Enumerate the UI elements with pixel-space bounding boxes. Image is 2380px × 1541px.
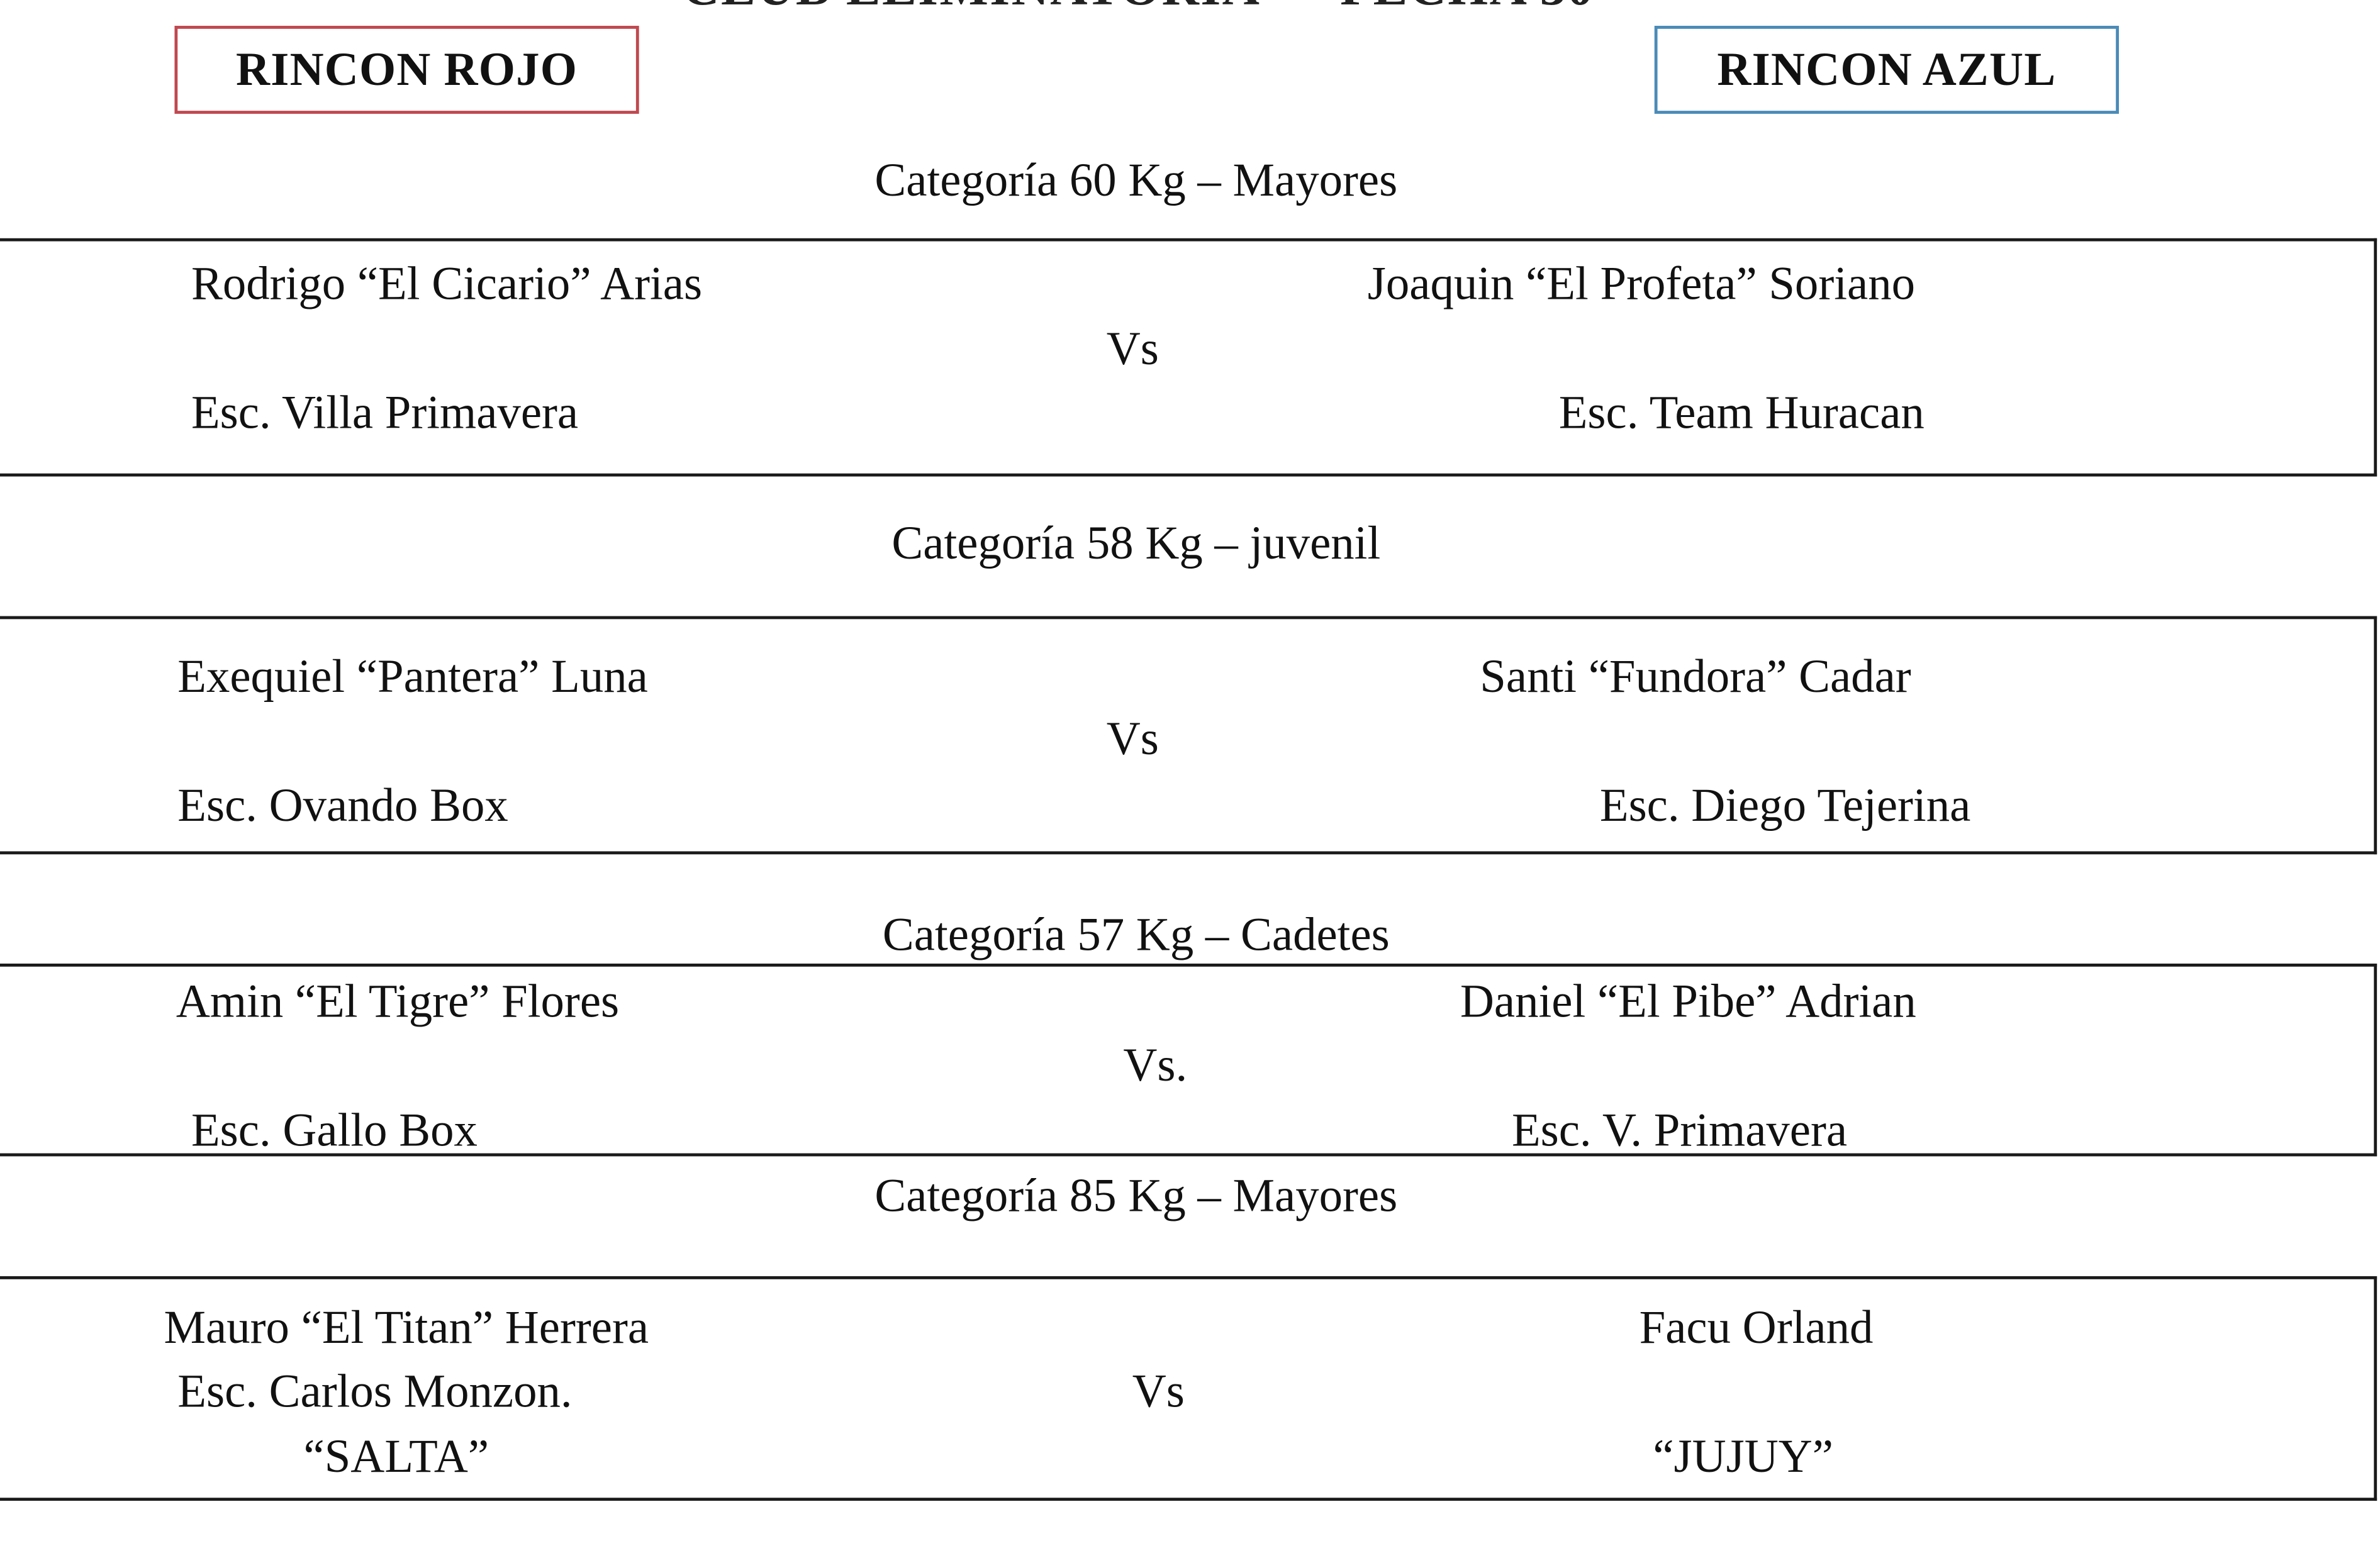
versus-label: Vs — [1106, 711, 1159, 765]
bout-box — [0, 1276, 2377, 1501]
red-fighter-name: Rodrigo “El Cicario” Arias — [191, 256, 703, 310]
blue-fighter-name: Daniel “El Pibe” Adrian — [1460, 974, 1916, 1028]
bout-box — [0, 616, 2377, 855]
red-fighter-school: Esc. Carlos Monzon. — [177, 1364, 573, 1418]
blue-corner-header: RINCON AZUL — [1654, 26, 2119, 114]
red-fighter-name: Mauro “El Titan” Herrera — [164, 1300, 649, 1354]
category-heading: Categoría 58 Kg – juvenil — [891, 516, 1381, 569]
blue-fighter-school: Esc. Diego Tejerina — [1599, 778, 1971, 832]
blue-fighter-province: “JUJUY” — [1653, 1429, 1833, 1483]
red-corner-label: RINCON ROJO — [236, 42, 578, 96]
category-heading: Categoría 60 Kg – Mayores — [874, 153, 1398, 207]
category-heading: Categoría 57 Kg – Cadetes — [882, 907, 1390, 961]
red-corner-header: RINCON ROJO — [174, 26, 639, 114]
bout-box — [0, 964, 2377, 1157]
blue-corner-label: RINCON AZUL — [1717, 42, 2057, 96]
red-fighter-school: Esc. Villa Primavera — [191, 385, 579, 439]
event-title: CLUB ELIMINATORIA — FECHA 30 — [0, 0, 2277, 18]
red-fighter-school: Esc. Gallo Box — [191, 1103, 478, 1157]
category-heading: Categoría 85 Kg – Mayores — [874, 1168, 1398, 1222]
red-fighter-name: Exequiel “Pantera” Luna — [177, 649, 648, 703]
versus-label: Vs — [1106, 321, 1159, 375]
red-fighter-school: Esc. Ovando Box — [177, 778, 508, 832]
versus-label: Vs. — [1123, 1038, 1188, 1091]
blue-fighter-name: Joaquin “El Profeta” Soriano — [1367, 256, 1916, 310]
blue-fighter-name: Facu Orland — [1639, 1300, 1874, 1354]
red-fighter-province: “SALTA” — [303, 1429, 489, 1483]
blue-fighter-school: Esc. Team Huracan — [1558, 385, 1925, 439]
blue-fighter-school: Esc. V. Primavera — [1511, 1103, 1848, 1157]
blue-fighter-name: Santi “Fundora” Cadar — [1480, 649, 1911, 703]
versus-label: Vs — [1132, 1364, 1185, 1418]
bout-box — [0, 238, 2377, 477]
red-fighter-name: Amin “El Tigre” Flores — [176, 974, 620, 1028]
